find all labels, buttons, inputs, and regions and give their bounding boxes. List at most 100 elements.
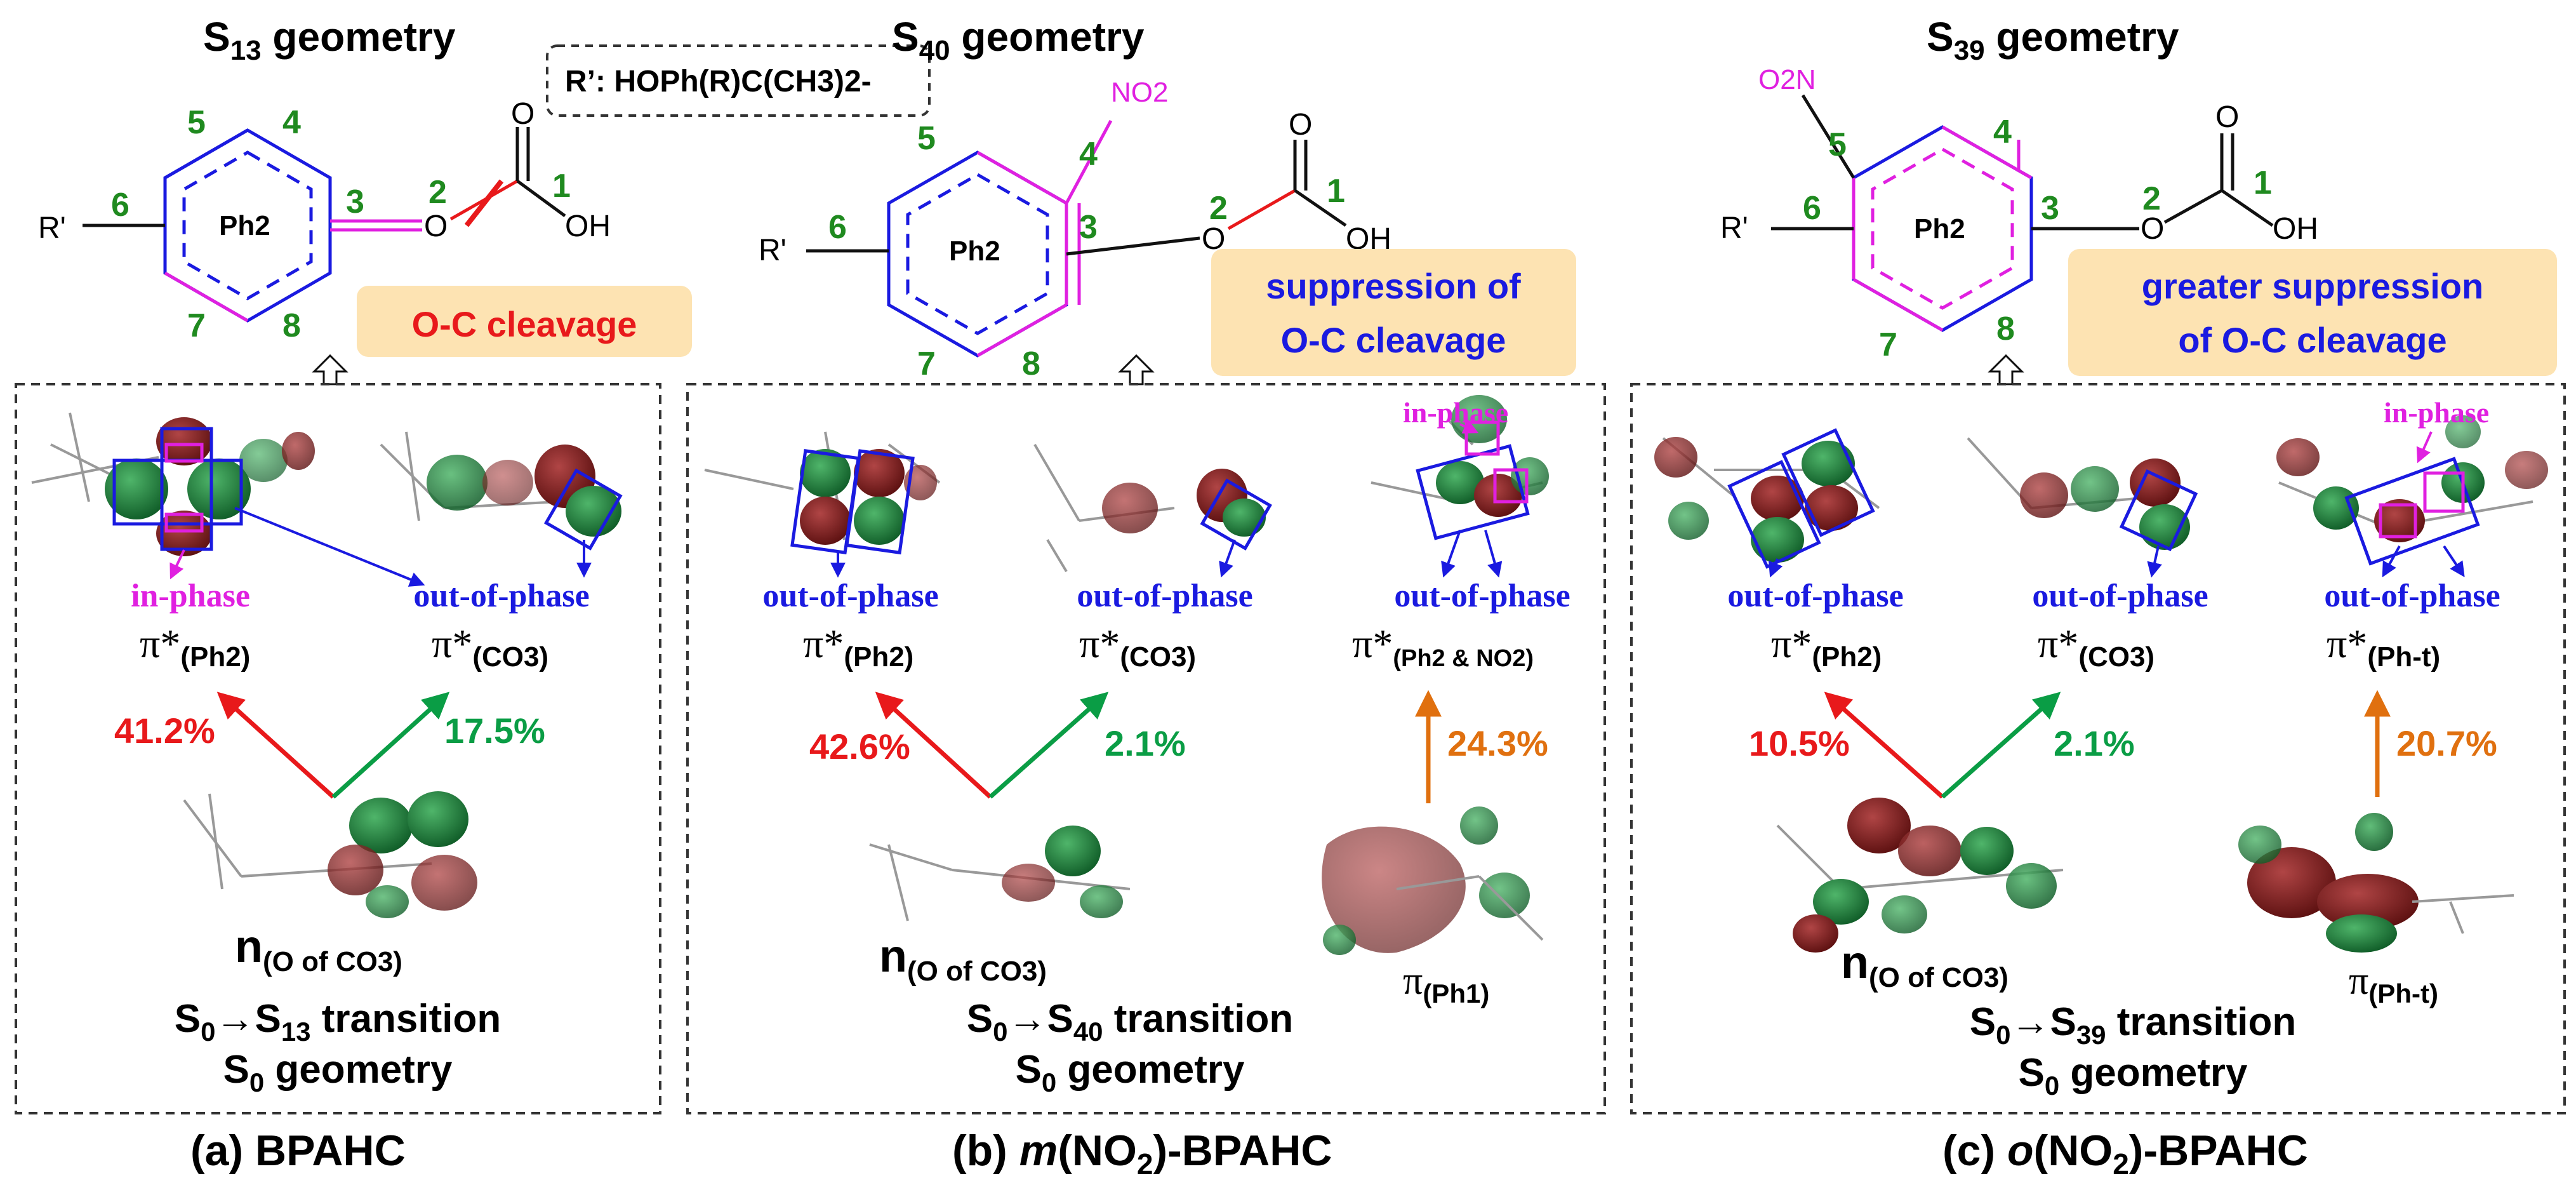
molecule-c [1771, 94, 2274, 332]
pct-a-0: 41.2% [114, 711, 215, 751]
o-label-a: O [424, 210, 448, 243]
orbital-pi-ph2-a [31, 412, 315, 556]
donor-b-0: n(O of CO3) [879, 931, 1047, 987]
svg-text:2: 2 [1209, 190, 1228, 227]
panel-c-box [1630, 383, 2566, 1114]
atom-numbers-a: 1 2 3 4 5 6 7 8 [111, 104, 571, 344]
svg-text:3: 3 [346, 184, 364, 220]
svg-text:6: 6 [111, 187, 129, 224]
orbital-pi-ph2-c [1654, 428, 1880, 569]
pct-b-1: 2.1% [1105, 723, 1186, 763]
r-label-c: R' [1720, 211, 1748, 245]
ring-label-c: Ph2 [1914, 213, 1965, 244]
phase-label-c-1: out-of-phase [2032, 578, 2208, 614]
nitro-label-c: O2N [1758, 64, 1816, 95]
ring-label-b: Ph2 [949, 236, 1000, 267]
svg-text:8: 8 [1996, 311, 2015, 347]
s0-geometry-a: S0 geometry [223, 1048, 453, 1097]
up-arrow-c [1988, 354, 2024, 385]
mo-label-b-0: π*(Ph2) [803, 621, 913, 672]
svg-text:1: 1 [1327, 173, 1345, 210]
extra-phase-b: in-phase [1403, 396, 1508, 429]
reference-note-box [546, 44, 931, 117]
svg-text:4: 4 [1993, 114, 2012, 150]
o-top-label-a: O [511, 97, 534, 131]
panel-c: S39 geometry Ph2 R' O2N O O OH 1 2 3 4 [1630, 14, 2566, 1181]
o-top-label-b: O [1289, 108, 1312, 142]
extra-phase-c: in-phase [2384, 396, 2489, 429]
callout-box-a [357, 286, 692, 357]
orbital-pi-co3-b [1033, 443, 1272, 573]
orbital-n-b [869, 826, 1131, 921]
donor-b-1: π(Ph1) [1403, 960, 1489, 1008]
mo-label-a-0: π*(Ph2) [140, 621, 250, 672]
svg-text:7: 7 [187, 307, 206, 344]
panel-b-geometry-title: S40 geometry [892, 14, 1145, 66]
pct-c-1: 2.1% [2054, 723, 2135, 763]
phase-label-b-0: out-of-phase [762, 578, 938, 614]
svg-text:5: 5 [1828, 126, 1847, 163]
orbital-pi-ph1-b [1322, 806, 1544, 955]
pct-b-2: 24.3% [1447, 723, 1548, 763]
mo-label-c-1: π*(CO3) [2038, 621, 2154, 672]
reference-note: R’: HOPh(R)C(CH3)2- [565, 65, 872, 98]
panel-a: S13 geometry R’: HOPh(R)C(CH3)2- Ph2 R' … [15, 14, 931, 1175]
mo-label-c-2: π*(Ph-t) [2327, 621, 2440, 672]
up-arrow-a [312, 354, 349, 385]
svg-text:5: 5 [917, 120, 936, 157]
s0-geometry-b: S0 geometry [1015, 1048, 1245, 1097]
callout-a-line-1: O-C cleavage [412, 304, 637, 344]
phase-label-c-0: out-of-phase [1727, 578, 1903, 614]
o-top-label-c: O [2215, 100, 2239, 134]
callout-b-line-1: suppression of [1266, 266, 1521, 306]
callout-box-b [1211, 249, 1576, 376]
svg-text:5: 5 [187, 104, 206, 141]
callout-c-line-2: of O-C cleavage [2178, 320, 2447, 360]
phase-label-b-2: out-of-phase [1394, 578, 1570, 614]
oh-label-c: OH [2273, 212, 2318, 246]
mo-label-b-1: π*(CO3) [1079, 621, 1196, 672]
atom-numbers-c: 1 2 3 4 5 6 7 8 [1803, 114, 2272, 363]
o-label-c: O [2141, 212, 2164, 246]
pct-a-1: 17.5% [444, 711, 545, 751]
svg-text:6: 6 [828, 209, 847, 246]
panel-c-geometry-title: S39 geometry [1927, 14, 2179, 66]
svg-text:1: 1 [552, 168, 571, 204]
svg-text:3: 3 [2041, 190, 2059, 227]
svg-text:4: 4 [282, 104, 301, 141]
orbital-pi-pht-c [2276, 415, 2548, 566]
svg-text:3: 3 [1079, 209, 1098, 246]
svg-text:1: 1 [2254, 164, 2272, 201]
panel-b-box [686, 383, 1606, 1114]
molecule-b [806, 119, 1347, 358]
svg-text:2: 2 [428, 174, 447, 211]
panel-a-box [15, 383, 661, 1114]
caption-b: (b) m(NO2)-BPAHC [952, 1127, 1332, 1181]
svg-text:7: 7 [917, 345, 936, 382]
donor-c-1: π(Ph-t) [2349, 960, 2438, 1008]
oh-label-a: OH [565, 210, 611, 243]
orbital-n-a [183, 791, 477, 918]
svg-text:4: 4 [1079, 136, 1098, 173]
donor-a-0: n(O of CO3) [235, 921, 402, 977]
phase-label-a-1: out-of-phase [413, 578, 589, 614]
mo-label-c-0: π*(Ph2) [1771, 621, 1882, 672]
up-arrow-b [1118, 354, 1155, 385]
transition-b: S0→S40 transition [967, 997, 1293, 1047]
pct-c-2: 20.7% [2396, 723, 2497, 763]
r-label-b: R' [759, 234, 787, 267]
svg-text:7: 7 [1879, 326, 1897, 363]
orbital-pi-pht-donor-c [2238, 813, 2514, 953]
panel-b: S40 geometry Ph2 R' NO2 O O OH 1 2 3 4 [686, 14, 1606, 1181]
nitro-label-b: NO2 [1111, 77, 1168, 108]
pct-c-0: 10.5% [1749, 723, 1850, 763]
phase-label-c-2: out-of-phase [2324, 578, 2500, 614]
mo-label-b-2: π*(Ph2 & NO2) [1352, 621, 1534, 672]
transition-c: S0→S39 transition [1970, 1000, 2296, 1050]
ring-label-a: Ph2 [219, 210, 270, 241]
atom-numbers-b: 1 2 3 4 5 6 7 8 [828, 120, 1345, 382]
phase-label-b-1: out-of-phase [1077, 578, 1252, 614]
mo-label-a-1: π*(CO3) [432, 621, 548, 672]
orbital-pi-ph2-b [704, 431, 941, 555]
